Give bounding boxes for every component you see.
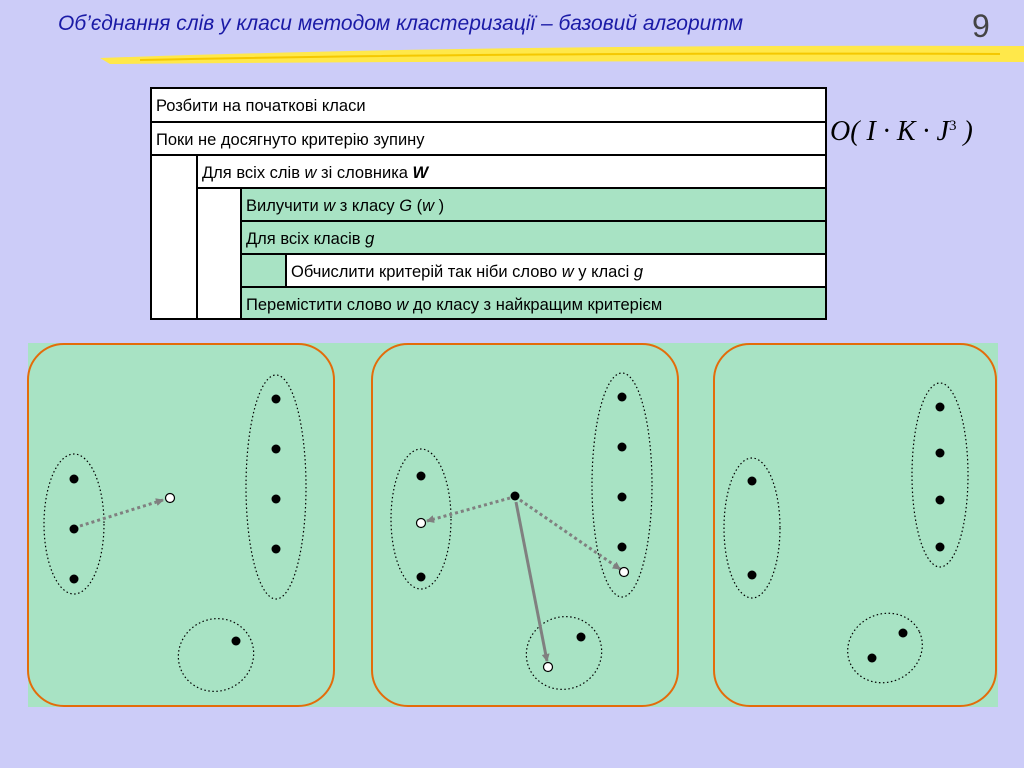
word-point: [935, 402, 945, 412]
move-arrow-dotted: [79, 498, 164, 528]
word-point: [69, 474, 79, 484]
word-point: [935, 448, 945, 458]
step-move-word: Перемістити слово w до класу з найкращим…: [240, 286, 827, 319]
word-point: [747, 570, 757, 580]
word-point: [271, 494, 281, 504]
panel-1-frame: [27, 343, 335, 707]
cluster-panel-2: [371, 343, 679, 707]
for-classes-indent: [240, 253, 285, 286]
step-compute-criterion: Обчислити критерій так ніби слово w у кл…: [285, 253, 827, 286]
slide-number: 9: [972, 8, 990, 44]
candidate-arrow-right: [519, 498, 621, 571]
word-point: [617, 392, 627, 402]
cluster-ellipse-left: [390, 448, 452, 590]
removed-word-point: [510, 491, 520, 501]
word-point: [935, 495, 945, 505]
cluster-panel-1: [27, 343, 335, 707]
panel-3-frame: [713, 343, 997, 707]
word-point: [617, 492, 627, 502]
word-point: [747, 476, 757, 486]
best-move-arrow: [514, 501, 550, 662]
step-initial-partition: Розбити на початкові класи: [150, 87, 827, 121]
candidate-position: [618, 566, 630, 578]
word-point: [867, 653, 877, 663]
word-point: [416, 471, 426, 481]
slide-title: Об’єднання слів у класи методом кластери…: [58, 12, 743, 35]
step-remove-word: Вилучити w з класу G (w ): [240, 187, 827, 220]
cluster-ellipse-left: [723, 457, 781, 599]
word-point: [617, 442, 627, 452]
step-while-loop: Поки не досягнуто критерію зупину: [150, 121, 827, 154]
word-point: [617, 542, 627, 552]
cluster-panel-3: [713, 343, 997, 707]
word-point: [898, 628, 908, 638]
word-point: [576, 632, 586, 642]
for-words-indent: [196, 187, 240, 319]
word-point: [935, 542, 945, 552]
word-point: [271, 394, 281, 404]
word-point: [271, 544, 281, 554]
candidate-position: [542, 661, 554, 673]
complexity-formula: O( I · K · J3 ): [830, 116, 973, 147]
step-for-all-words: Для всіх слів w зі словника W: [196, 154, 827, 187]
word-point: [69, 574, 79, 584]
word-point: [416, 572, 426, 582]
cluster-ellipse-bottom: [847, 612, 923, 684]
word-point: [271, 444, 281, 454]
title-underline-swoosh: [100, 45, 1024, 64]
while-loop-indent: [150, 154, 196, 319]
cluster-ellipse-bottom: [177, 618, 255, 692]
candidate-position: [415, 517, 427, 529]
word-point: [231, 636, 241, 646]
cluster-ellipse-right: [591, 372, 653, 598]
cluster-ellipse-bottom: [525, 616, 603, 690]
candidate-arrow-left: [426, 496, 511, 523]
cluster-ellipse-right: [911, 382, 969, 568]
word-point: [69, 524, 79, 534]
panel-2-frame: [371, 343, 679, 707]
cluster-ellipse-left: [43, 453, 105, 595]
step-for-all-classes: Для всіх класів g: [240, 220, 827, 253]
table-bottom-border: [150, 318, 827, 320]
cluster-ellipse-right: [245, 374, 307, 600]
candidate-position: [164, 492, 176, 504]
